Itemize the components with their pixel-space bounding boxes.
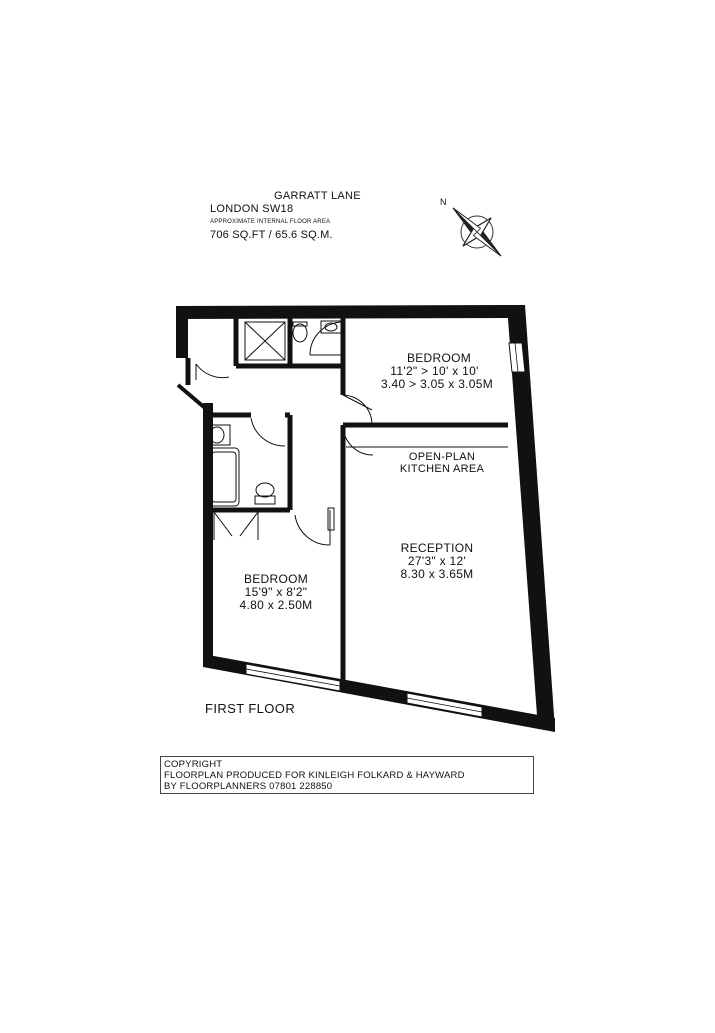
city-postcode: LONDON SW18 bbox=[210, 203, 294, 215]
bedroom1-imperial: 11'2" > 10' x 10' bbox=[390, 364, 479, 378]
street-name: GARRATT LANE bbox=[274, 190, 361, 202]
copyright-line3: BY FLOORPLANNERS 07801 228850 bbox=[164, 781, 333, 792]
bedroom2-metric: 4.80 x 2.50M bbox=[239, 598, 313, 612]
bedroom1-metric: 3.40 > 3.05 x 3.05M bbox=[380, 377, 494, 391]
compass-north-label: N bbox=[440, 197, 447, 207]
kitchen-label-line2: KITCHEN AREA bbox=[399, 463, 485, 475]
floor-label: FIRST FLOOR bbox=[205, 701, 296, 716]
floor-area-value: 706 SQ.FT / 65.6 SQ.M. bbox=[210, 229, 333, 241]
bedroom1-name: BEDROOM bbox=[406, 351, 472, 365]
copyright-line1: COPYRIGHT bbox=[164, 759, 223, 770]
reception-name: RECEPTION bbox=[400, 541, 474, 555]
bedroom2-name: BEDROOM bbox=[243, 572, 309, 586]
interior-walls bbox=[185, 318, 508, 684]
area-caption: APPROXIMATE INTERNAL FLOOR AREA bbox=[210, 219, 331, 225]
reception-imperial: 27'3" x 12' bbox=[407, 554, 467, 568]
bedroom2-imperial: 15'9" x 8'2" bbox=[244, 585, 308, 599]
copyright-box: COPYRIGHT FLOORPLAN PRODUCED FOR KINLEIG… bbox=[160, 756, 534, 794]
kitchen-label-line1: OPEN-PLAN bbox=[408, 451, 476, 463]
reception-metric: 8.30 x 3.65M bbox=[400, 567, 474, 581]
copyright-line2: FLOORPLAN PRODUCED FOR KINLEIGH FOLKARD … bbox=[164, 770, 465, 781]
fixtures bbox=[195, 320, 508, 546]
